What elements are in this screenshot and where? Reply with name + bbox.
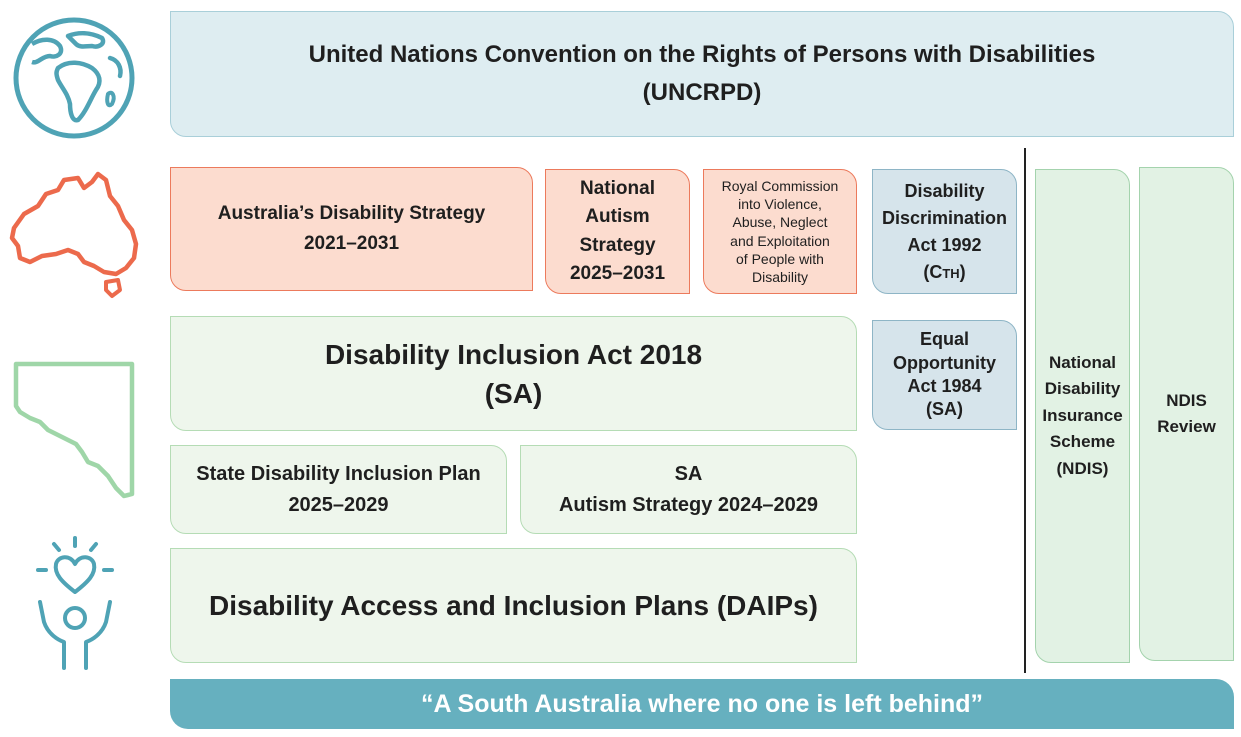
national-autism-strategy-box: National Autism Strategy 2025–2031 bbox=[545, 169, 690, 294]
ndis-line-4: Scheme bbox=[1049, 432, 1116, 452]
royal-line-3: Abuse, Neglect bbox=[732, 214, 828, 231]
royal-line-4: and Exploitation bbox=[730, 232, 830, 249]
strategy-title: Australia’s Disability Strategy bbox=[217, 203, 486, 225]
disability-discrimination-act-box: Disability Discrimination Act 1992 (CTH) bbox=[872, 169, 1017, 294]
strategy-years: 2021–2031 bbox=[303, 233, 400, 254]
equal-opportunity-act-box: Equal Opportunity Act 1984 (SA) bbox=[872, 320, 1017, 430]
south-australia-map-icon bbox=[13, 361, 135, 499]
autism-line-4: 2025–2031 bbox=[569, 263, 666, 284]
ndis-review-box: NDIS Review bbox=[1139, 167, 1234, 661]
ndis-line-2: Disability bbox=[1044, 379, 1121, 399]
daips-label: Disability Access and Inclusion Plans (D… bbox=[209, 590, 818, 621]
state-disability-inclusion-plan-box: State Disability Inclusion Plan 2025–202… bbox=[170, 445, 507, 534]
uncrpd-title: United Nations Convention on the Rights … bbox=[308, 41, 1096, 68]
australias-disability-strategy-box: Australia’s Disability Strategy 2021–203… bbox=[170, 167, 533, 291]
ndis-box: National Disability Insurance Scheme (ND… bbox=[1035, 169, 1130, 663]
ndis-line-5: (NDIS) bbox=[1056, 458, 1109, 478]
vision-text: “A South Australia where no one is left … bbox=[420, 689, 984, 718]
disability-inclusion-act-box: Disability Inclusion Act 2018 (SA) bbox=[170, 316, 857, 431]
sa-autism-line-1: SA bbox=[674, 462, 703, 485]
inclusion-act-title: Disability Inclusion Act 2018 bbox=[324, 338, 703, 370]
section-divider bbox=[1024, 148, 1026, 673]
sa-autism-line-2: Autism Strategy 2024–2029 bbox=[558, 493, 819, 516]
royal-line-5: of People with bbox=[736, 250, 824, 267]
dda-line-1: Disability bbox=[904, 180, 985, 201]
sa-autism-strategy-box: SA Autism Strategy 2024–2029 bbox=[520, 445, 857, 534]
royal-line-6: Disability bbox=[751, 268, 808, 285]
dda-line-3: Act 1992 bbox=[907, 234, 982, 255]
dda-line-4: (CTH) bbox=[923, 261, 966, 282]
australia-map-icon bbox=[9, 171, 139, 298]
royal-commission-box: Royal Commission into Violence, Abuse, N… bbox=[703, 169, 857, 294]
autism-line-3: Strategy bbox=[579, 234, 656, 256]
royal-line-2: into Violence, bbox=[738, 196, 822, 213]
inclusion-plan-title: State Disability Inclusion Plan bbox=[196, 462, 481, 485]
inclusion-plan-years: 2025–2029 bbox=[288, 493, 389, 516]
uncrpd-acronym: (UNCRPD) bbox=[642, 79, 762, 106]
ndis-line-1: National bbox=[1048, 353, 1117, 373]
ndis-review-line-1: NDIS bbox=[1166, 390, 1207, 410]
autism-line-1: National bbox=[580, 177, 655, 199]
eo-line-1: Equal bbox=[919, 329, 969, 350]
ndis-review-line-2: Review bbox=[1157, 417, 1216, 436]
eo-line-3: Act 1984 bbox=[907, 376, 982, 396]
daips-box: Disability Access and Inclusion Plans (D… bbox=[170, 548, 857, 663]
dda-line-2: Discrimination bbox=[881, 207, 1008, 228]
royal-line-1: Royal Commission bbox=[721, 177, 839, 194]
person-heart-icon bbox=[36, 536, 114, 670]
eo-line-2: Opportunity bbox=[893, 352, 996, 373]
ndis-line-3: Insurance bbox=[1042, 405, 1123, 425]
autism-line-2: Autism bbox=[585, 206, 650, 227]
uncrpd-box: United Nations Convention on the Rights … bbox=[170, 11, 1234, 137]
vision-banner: “A South Australia where no one is left … bbox=[170, 679, 1234, 729]
eo-line-4: (SA) bbox=[926, 399, 963, 420]
globe-icon bbox=[13, 17, 135, 139]
inclusion-act-state: (SA) bbox=[484, 377, 543, 409]
